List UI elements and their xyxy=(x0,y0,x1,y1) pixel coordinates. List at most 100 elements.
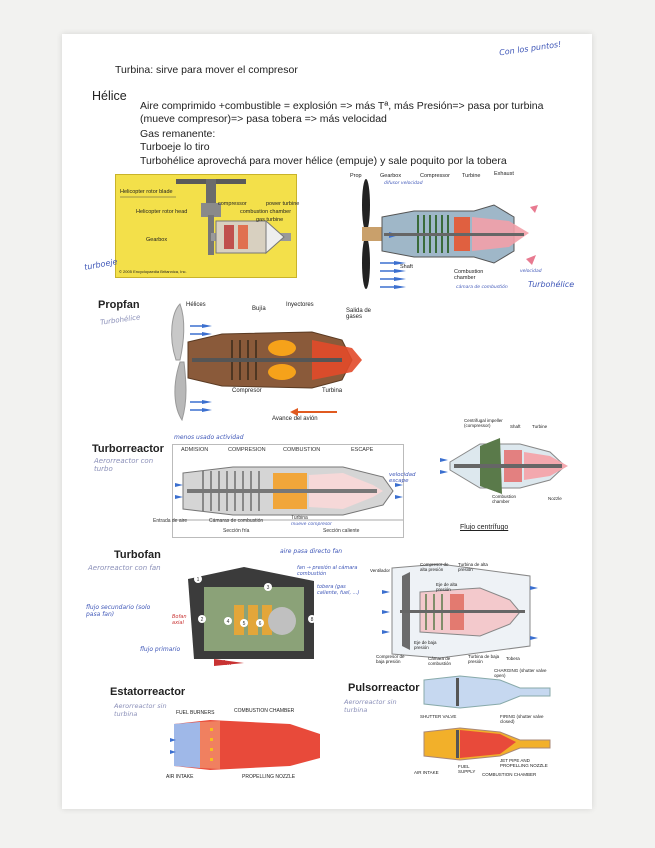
svg-text:5: 5 xyxy=(243,621,246,627)
turborreactor-label-camaras: Cámaras de combustión xyxy=(209,518,264,524)
turborreactor-label-escape: ESCAPE xyxy=(351,447,374,453)
turboeje-label-compressor: compressor xyxy=(218,201,247,207)
turbohelice-label-prop: Prop xyxy=(350,173,362,179)
turbofan-hand-tobera: tobera (gas caliente, fuel, ...) xyxy=(317,584,360,596)
svg-text:3: 3 xyxy=(267,585,270,591)
turbofan-hand-fan: fan xyxy=(222,660,232,667)
turboeje-label-rotor-head: Helicopter rotor head xyxy=(136,209,188,215)
turbohelice-drawing xyxy=(362,179,538,289)
centrifugo-label-nozzle: Nozzle xyxy=(548,496,562,501)
turbina-line: Turbina: sirve para mover el compresor xyxy=(115,64,298,76)
intro-line-1: Aire comprimido +combustible = explosión… xyxy=(140,100,544,112)
notebook-page: Con los puntos! Turbina: sirve para move… xyxy=(62,34,592,809)
centrifugo-caption: Flujo centrífugo xyxy=(460,524,509,531)
propfan-label-salida: Salida de gases xyxy=(346,308,372,320)
propfan-label-bujia: Bujía xyxy=(252,306,266,312)
turborreactor-label-seccion-fria: Sección fría xyxy=(223,528,250,534)
turbohelice-handnote: Turbohélice xyxy=(528,280,575,289)
turboeje-label-power-turbine: power turbine xyxy=(266,201,300,207)
centrifugo-label-shaft: Shaft xyxy=(510,424,521,429)
centrifugo-diagram: Centrifugal impeller (compressor) Shaft … xyxy=(440,418,575,508)
svg-text:8: 8 xyxy=(311,617,314,623)
pulsorreactor-label-fuel: FUEL SUPPLY xyxy=(458,764,476,774)
turbofan-label-eje-alta: Eje de alta presión xyxy=(436,582,458,592)
propfan-label-helices: Hélices xyxy=(186,302,206,308)
svg-text:1: 1 xyxy=(197,577,200,583)
turbofan-label-tobera: Tobera xyxy=(506,656,520,661)
turboeje-handnote: turboeje xyxy=(83,257,119,272)
svg-text:2: 2 xyxy=(201,617,204,623)
estatorreactor-title: Estatorreactor xyxy=(110,686,186,698)
turbohelice-diagram: Prop Gearbox Compressor Turbine Exhaust … xyxy=(344,171,544,292)
svg-text:4: 4 xyxy=(227,619,230,625)
pulsorreactor-label-combustion: COMBUSTION CHAMBER xyxy=(482,772,537,777)
turbohelice-label-turbine: Turbine xyxy=(462,173,481,179)
turboeje-label-combustion: combustion chamber xyxy=(240,209,292,215)
estatorreactor-label-air-intake: AIR INTAKE xyxy=(166,774,194,780)
turborreactor-hand-mueve: mueve compresor xyxy=(291,522,332,527)
pulsorreactor-label-shutter: SHUTTER VALVE xyxy=(420,714,457,719)
intro-line-3: Gas remanente: xyxy=(140,128,216,140)
turborreactor-top-hand: menos usado actividad xyxy=(174,434,244,441)
helice-title: Hélice xyxy=(92,89,127,103)
propfan-label-compresor: Compresor xyxy=(232,388,262,394)
turbofan-cutaway-drawing xyxy=(382,563,538,659)
centrifugo-label-impeller: Centrifugal impeller (compressor) xyxy=(464,418,503,428)
turbohelice-label-gearbox: Gearbox xyxy=(380,173,402,179)
pulsorreactor-label-charging: CHARGING (shutter valve open) xyxy=(494,668,547,678)
turboeje-label-gearbox: Gearbox xyxy=(146,237,168,243)
turborreactor-label-admision: ADMISION xyxy=(181,447,209,453)
intro-line-4: Turboeje lo tiro xyxy=(140,141,210,153)
turbofan-label-camara: Cámara de combustión xyxy=(428,656,452,666)
turborreactor-hand-velocidad: velocidad escape xyxy=(389,472,416,484)
estatorreactor-label-nozzle: PROPELLING NOZZLE xyxy=(242,774,296,780)
turborreactor-label-turbina: Turbina xyxy=(291,515,308,521)
turbofan-label-compresor-alta: Compresor de alta presión xyxy=(420,562,449,572)
turboeje-drawing xyxy=(120,179,291,255)
turbofan-label-eje-baja: Eje de baja presión xyxy=(414,640,437,650)
intro-line-2: (mueve compresor)=> pasa tobera => más v… xyxy=(140,113,387,125)
propfan-title: Propfan xyxy=(98,299,140,311)
turbohelice-label-combustion: Combustion chamber xyxy=(454,269,484,281)
pulsorreactor-diagram: CHARGING (shutter valve open) SHUTTER VA… xyxy=(414,666,560,778)
turbohelice-label-shaft: Shaft xyxy=(400,264,413,270)
pulsorreactor-handnote: Aerorreactor sin turbina xyxy=(344,698,397,714)
turbofan-hand-flujo-primario: flujo primario xyxy=(140,646,181,653)
turboeje-diagram: Helicopter rotor blade Helicopter rotor … xyxy=(115,174,300,278)
centrifugo-label-combustion: Combustion chamber xyxy=(492,494,517,504)
turbofan-hand-flujo-secundario: flujo secundario (solo pasa fan) xyxy=(86,604,151,618)
turbohelice-label-exhaust: Exhaust xyxy=(494,171,514,177)
propfan-drawing xyxy=(171,303,362,422)
estatorreactor-label-combustion: COMBUSTION CHAMBER xyxy=(234,708,295,714)
estatorreactor-drawing xyxy=(170,720,320,770)
centrifugo-drawing xyxy=(440,438,568,494)
estatorreactor-label-fuel-burners: FUEL BURNERS xyxy=(176,710,215,716)
turbofan-title: Turbofan xyxy=(114,549,161,561)
estatorreactor-handnote: Aerorreactor sin turbina xyxy=(114,702,167,718)
turbofan-hand-bofan: Bofan axial xyxy=(172,614,187,626)
pulsorreactor-drawing xyxy=(423,675,551,761)
turborreactor-label-entrada: Entrada de aire xyxy=(153,518,188,524)
propfan-label-turbina: Turbina xyxy=(322,388,343,394)
turbofan-label-turbina-alta: Turbina de alta presión xyxy=(458,562,488,572)
turbohelice-hand-camara: cámara de combustión xyxy=(456,285,508,290)
centrifugo-label-turbine: Turbine xyxy=(532,424,548,429)
pulsorreactor-label-jet-pipe: JET PIPE AND PROPELLING NOZZLE xyxy=(500,758,548,768)
turborreactor-label-seccion-caliente: Sección caliente xyxy=(323,528,360,534)
turbofan-label-turbina-baja: Turbina de baja presión xyxy=(468,654,500,664)
turbofan-hand-aire: aire pasa directo fan xyxy=(280,548,343,555)
turbofan-hand-fan-presion: fan → presión al cámara combustión xyxy=(297,565,358,577)
propfan-label-inyectores: Inyectores xyxy=(286,302,314,308)
turbofan-handnote: Aerorreactor con fan xyxy=(88,564,161,572)
corner-note: Con los puntos! xyxy=(498,39,562,58)
turborreactor-label-combustion: COMBUSTION xyxy=(283,447,321,453)
turbohelice-hand-velocidad: velocidad xyxy=(520,269,542,274)
turborreactor-drawing xyxy=(173,466,403,521)
turborreactor-label-compresion: COMPRESION xyxy=(228,447,266,453)
turbohelice-hand-difusor: difusor velocidad xyxy=(384,181,423,186)
estatorreactor-diagram: FUEL BURNERS COMBUSTION CHAMBER AIR INTA… xyxy=(166,708,330,780)
turboeje-label-gas-turbine: gas turbine xyxy=(256,217,284,223)
pulsorreactor-label-air-intake: AIR INTAKE xyxy=(414,770,439,775)
